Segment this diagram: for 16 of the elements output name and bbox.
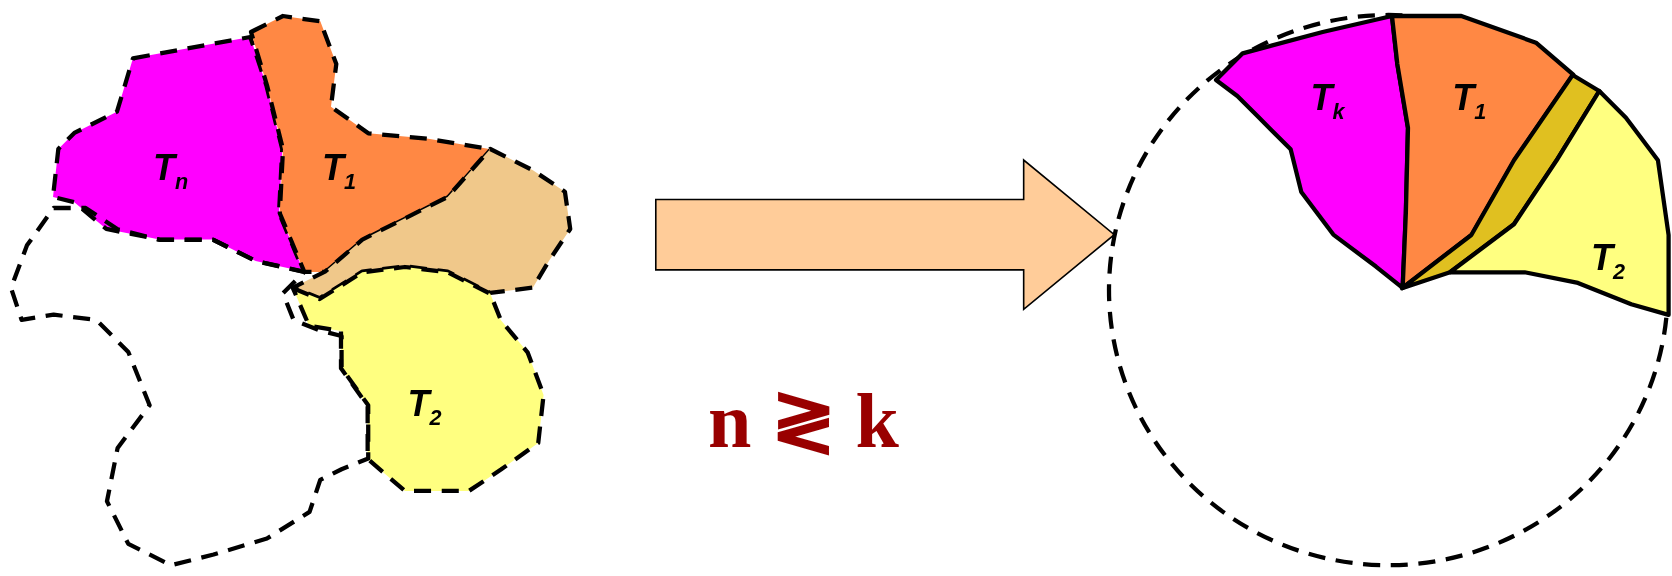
region-label: T$_{2}$ [407, 383, 442, 431]
region-label: T$_{1}$ [322, 147, 357, 195]
region-shape [10, 207, 368, 566]
region-shape [1215, 16, 1408, 288]
region-shape [293, 149, 571, 299]
region-shape [250, 16, 491, 272]
block-arrow [655, 158, 1116, 312]
region-shape [293, 266, 544, 491]
region-label: T$_{2}$ [1591, 237, 1625, 285]
region-shape [1391, 16, 1573, 288]
dashed-circle-outline [1108, 14, 1668, 566]
region-label: T$_{n}$ [153, 147, 189, 195]
region-label: T$_{k}$ [1310, 77, 1345, 125]
region-label: T$_{1}$ [1452, 77, 1487, 125]
relation-label: n ≷ k [708, 376, 899, 466]
region-shape [53, 37, 304, 272]
